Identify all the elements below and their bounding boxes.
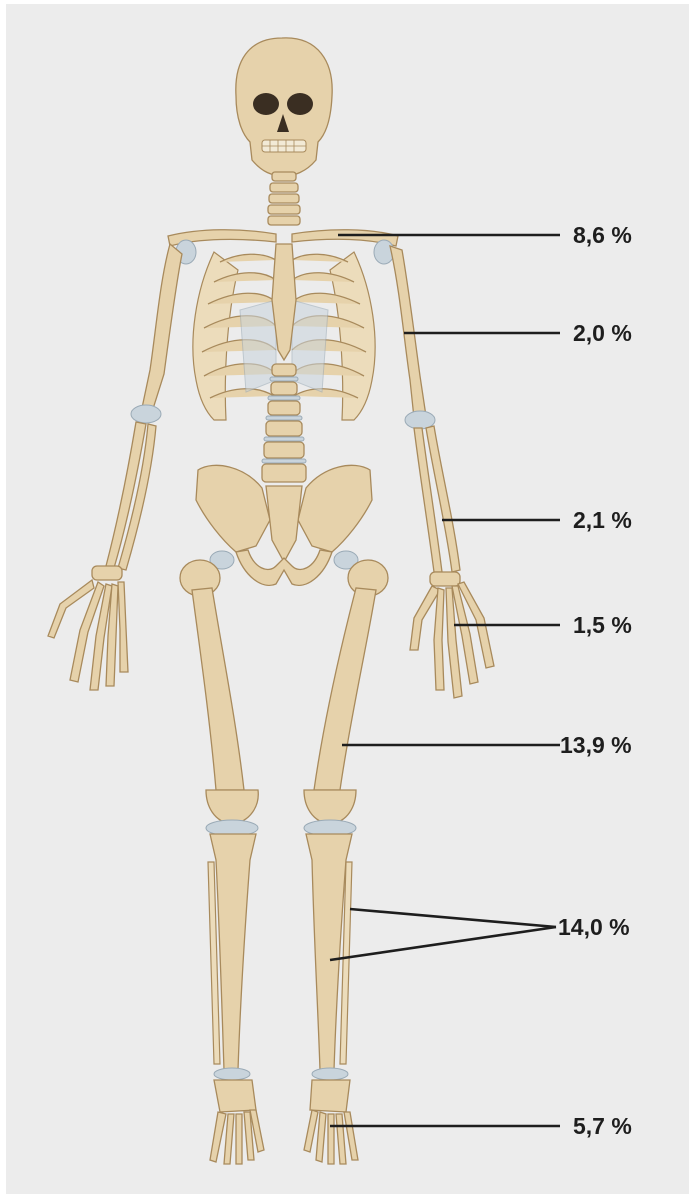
label-hand: 1,5 % <box>573 612 632 638</box>
cervical-spine <box>268 172 300 225</box>
label-forearm: 2,1 % <box>573 507 632 533</box>
label-clavicle: 8,6 % <box>573 222 632 248</box>
label-humerus: 2,0 % <box>573 320 632 346</box>
label-lower-leg: 14,0 % <box>558 914 630 940</box>
label-foot: 5,7 % <box>573 1113 632 1139</box>
label-femur: 13,9 % <box>560 732 632 758</box>
